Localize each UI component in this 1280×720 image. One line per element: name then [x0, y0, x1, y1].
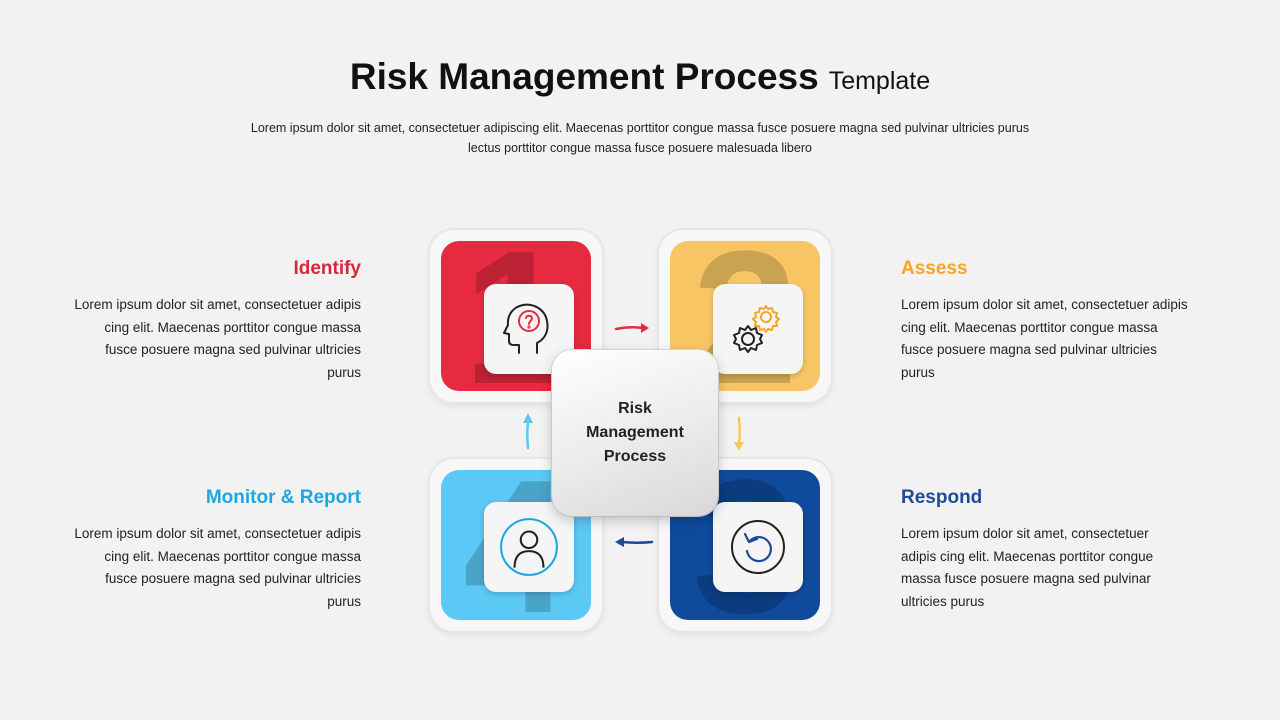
title-main: Risk Management Process	[349, 56, 819, 97]
arrow-up-icon	[523, 413, 533, 450]
page-title: Risk Management Process Template	[0, 56, 1280, 98]
page-subtitle: Lorem ipsum dolor sit amet, consectetuer…	[250, 121, 1030, 155]
arrow-down-icon	[734, 416, 744, 451]
refresh-icon	[713, 502, 803, 592]
arrow-left-icon	[615, 537, 654, 547]
gears-icon	[713, 284, 803, 374]
monitor-report-description: Lorem ipsum dolor sit amet, consectetuer…	[74, 526, 361, 610]
center-hub: Risk Management Process	[552, 350, 718, 516]
arrow-right-icon	[614, 323, 649, 333]
identify-description: Lorem ipsum dolor sit amet, consectetuer…	[74, 297, 361, 381]
center-label: Risk Management Process	[586, 400, 684, 465]
user-icon	[484, 502, 574, 592]
identify-tile: 1	[430, 230, 602, 402]
monitor-report-title: Monitor & Report	[205, 487, 361, 508]
assess-title: Assess	[901, 258, 968, 279]
assess-description: Lorem ipsum dolor sit amet, consectetuer…	[901, 297, 1188, 381]
identify-title: Identify	[293, 258, 361, 279]
respond-title: Respond	[901, 487, 983, 508]
title-sub: Template	[828, 67, 931, 95]
respond-description: Lorem ipsum dolor sit amet, consectetuer…	[901, 526, 1154, 610]
